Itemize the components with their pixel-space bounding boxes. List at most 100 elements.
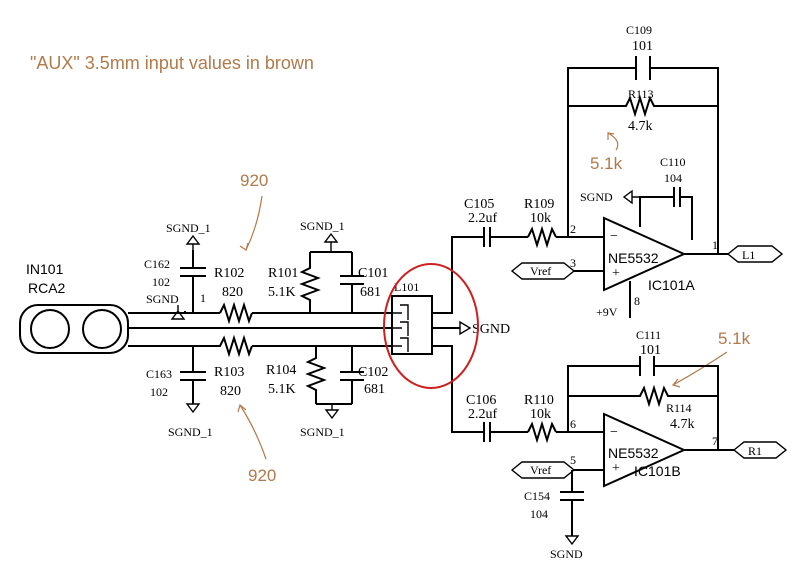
arrow-r114 xyxy=(672,351,728,386)
sgnd-connector: SGND xyxy=(146,292,186,320)
arrow-r113 xyxy=(607,132,619,151)
r102-resistor: R102 820 xyxy=(214,266,253,325)
aux-note: "AUX" 3.5mm input values in brown xyxy=(30,53,314,73)
r109-resistor: R109 10k xyxy=(524,197,557,249)
feedback-a: C109 101 R113 4.7k xyxy=(567,23,719,255)
supply-label: +9V xyxy=(596,305,618,319)
arrowhead-r102 xyxy=(239,242,249,251)
arrow-r102 xyxy=(245,195,263,251)
c106-capacitor: C106 2.2uf xyxy=(466,393,498,442)
vref-b-tag: Vref 5 xyxy=(510,453,604,479)
opamp-a: − + NE5532 IC101A 1 C110 104 SGND +9V 8 xyxy=(580,155,728,319)
r104-value: 5.1K xyxy=(268,382,296,397)
r114-ref: R114 xyxy=(666,401,692,415)
c111-ref: C111 xyxy=(636,328,661,342)
sgnd-connector-label: SGND xyxy=(146,292,179,306)
opamp-a-pin-ref: 3 xyxy=(570,256,576,270)
r101-value: 5.1K xyxy=(268,285,296,300)
c163-ref: C163 xyxy=(146,367,172,381)
output-r1-label: R1 xyxy=(748,444,762,458)
r103-value: 820 xyxy=(220,384,241,399)
r114-alt-value: 5.1k xyxy=(718,329,751,348)
connector-type: RCA2 xyxy=(28,280,66,296)
c105-ref: C105 xyxy=(464,197,494,212)
arrowhead-r114 xyxy=(671,378,681,388)
r109-ref: R109 xyxy=(524,197,554,212)
c106-value: 2.2uf xyxy=(468,407,498,422)
highlight-circle xyxy=(383,263,479,389)
opamp-b: − + NE5532 IC101B 7 xyxy=(603,412,734,488)
connector-pin: 1 xyxy=(200,291,206,305)
sgnd1-top-mid: SGND_1 xyxy=(300,219,345,233)
opamp-a-part: NE5532 xyxy=(608,250,659,266)
arrow-r103 xyxy=(239,404,267,460)
c109-ref: C109 xyxy=(626,23,652,37)
sgnd-l101-label: SGND xyxy=(472,322,510,337)
opamp-a-plus: + xyxy=(612,266,620,281)
output-l1-label: L1 xyxy=(742,248,755,262)
connector-ref: IN101 xyxy=(26,261,64,277)
opamp-a-ref: IC101A xyxy=(648,277,695,293)
opamp-b-pin-out: 7 xyxy=(712,434,718,448)
c109-value: 101 xyxy=(632,39,653,54)
opamp-b-part: NE5532 xyxy=(608,445,659,461)
output-l1-tag: L1 xyxy=(726,245,784,263)
r110-value: 10k xyxy=(530,407,551,422)
opamp-b-pin-ref: 5 xyxy=(570,453,576,467)
opamp-a-minus: − xyxy=(610,229,618,244)
r104-c102-network: SGND_1 R104 5.1K C102 681 xyxy=(266,346,388,439)
c163-capacitor: SGND_1 C163 102 xyxy=(146,346,213,439)
sgnd1-top-left: SGND_1 xyxy=(166,221,211,235)
r102-value: 820 xyxy=(222,285,243,300)
arrowhead-r103 xyxy=(237,403,247,413)
vref-a-label: Vref xyxy=(530,264,551,278)
c110-value: 104 xyxy=(664,171,682,185)
c154-value: 104 xyxy=(530,507,548,521)
r103-alt-value: 920 xyxy=(248,466,276,485)
vref-b-label: Vref xyxy=(530,463,551,477)
opamp-a-pin-out: 1 xyxy=(712,238,718,252)
feedback-b: C111 101 R114 4.7k xyxy=(567,328,719,450)
output-r1-tag: R1 xyxy=(732,441,788,459)
sgnd-opamp-label: SGND xyxy=(580,190,613,204)
opamp-b-ref: IC101B xyxy=(634,463,681,479)
c154-ref: C154 xyxy=(524,489,550,503)
supply-pin: 8 xyxy=(634,294,640,308)
r101-c101-network: SGND_1 R101 5.1K C101 681 xyxy=(268,219,388,313)
r104-ref: R104 xyxy=(266,363,296,378)
c101-value: 681 xyxy=(360,285,381,300)
c162-value: 102 xyxy=(152,275,170,289)
c101-ref: C101 xyxy=(358,266,388,281)
r110-resistor: R110 10k xyxy=(524,393,557,444)
opamp-b-pin-in: 6 xyxy=(570,417,576,431)
opamp-b-minus: − xyxy=(610,425,618,440)
c162-capacitor: SGND_1 C162 102 xyxy=(144,221,211,313)
c111-value: 101 xyxy=(640,343,661,358)
r103-ref: R103 xyxy=(214,365,244,380)
c105-value: 2.2uf xyxy=(468,211,498,226)
vref-a-tag: Vref 3 xyxy=(510,256,604,280)
c162-ref: C162 xyxy=(144,257,170,271)
sgnd1-bot-mid: SGND_1 xyxy=(300,425,345,439)
sgnd-bottom-label: SGND xyxy=(550,547,583,561)
annotation-arrows xyxy=(237,132,728,460)
c102-ref: C102 xyxy=(358,365,388,380)
r114-value: 4.7k xyxy=(670,417,695,432)
r109-value: 10k xyxy=(530,211,551,226)
c110-ref: C110 xyxy=(660,155,686,169)
r101-ref: R101 xyxy=(268,266,298,281)
c154-capacitor: C154 104 SGND xyxy=(524,470,584,561)
r102-ref: R102 xyxy=(214,266,244,281)
r113-ref: R113 xyxy=(628,87,654,101)
r113-value: 4.7k xyxy=(628,119,653,134)
l101-filter: L101 SGND xyxy=(391,236,510,433)
c106-ref: C106 xyxy=(466,393,496,408)
c163-value: 102 xyxy=(150,385,168,399)
opamp-b-plus: + xyxy=(612,461,620,476)
l101-ref: L101 xyxy=(394,280,419,294)
r102-alt-value: 920 xyxy=(240,171,268,190)
arrowhead-r113 xyxy=(607,132,615,140)
c105-capacitor: C105 2.2uf xyxy=(464,197,498,247)
